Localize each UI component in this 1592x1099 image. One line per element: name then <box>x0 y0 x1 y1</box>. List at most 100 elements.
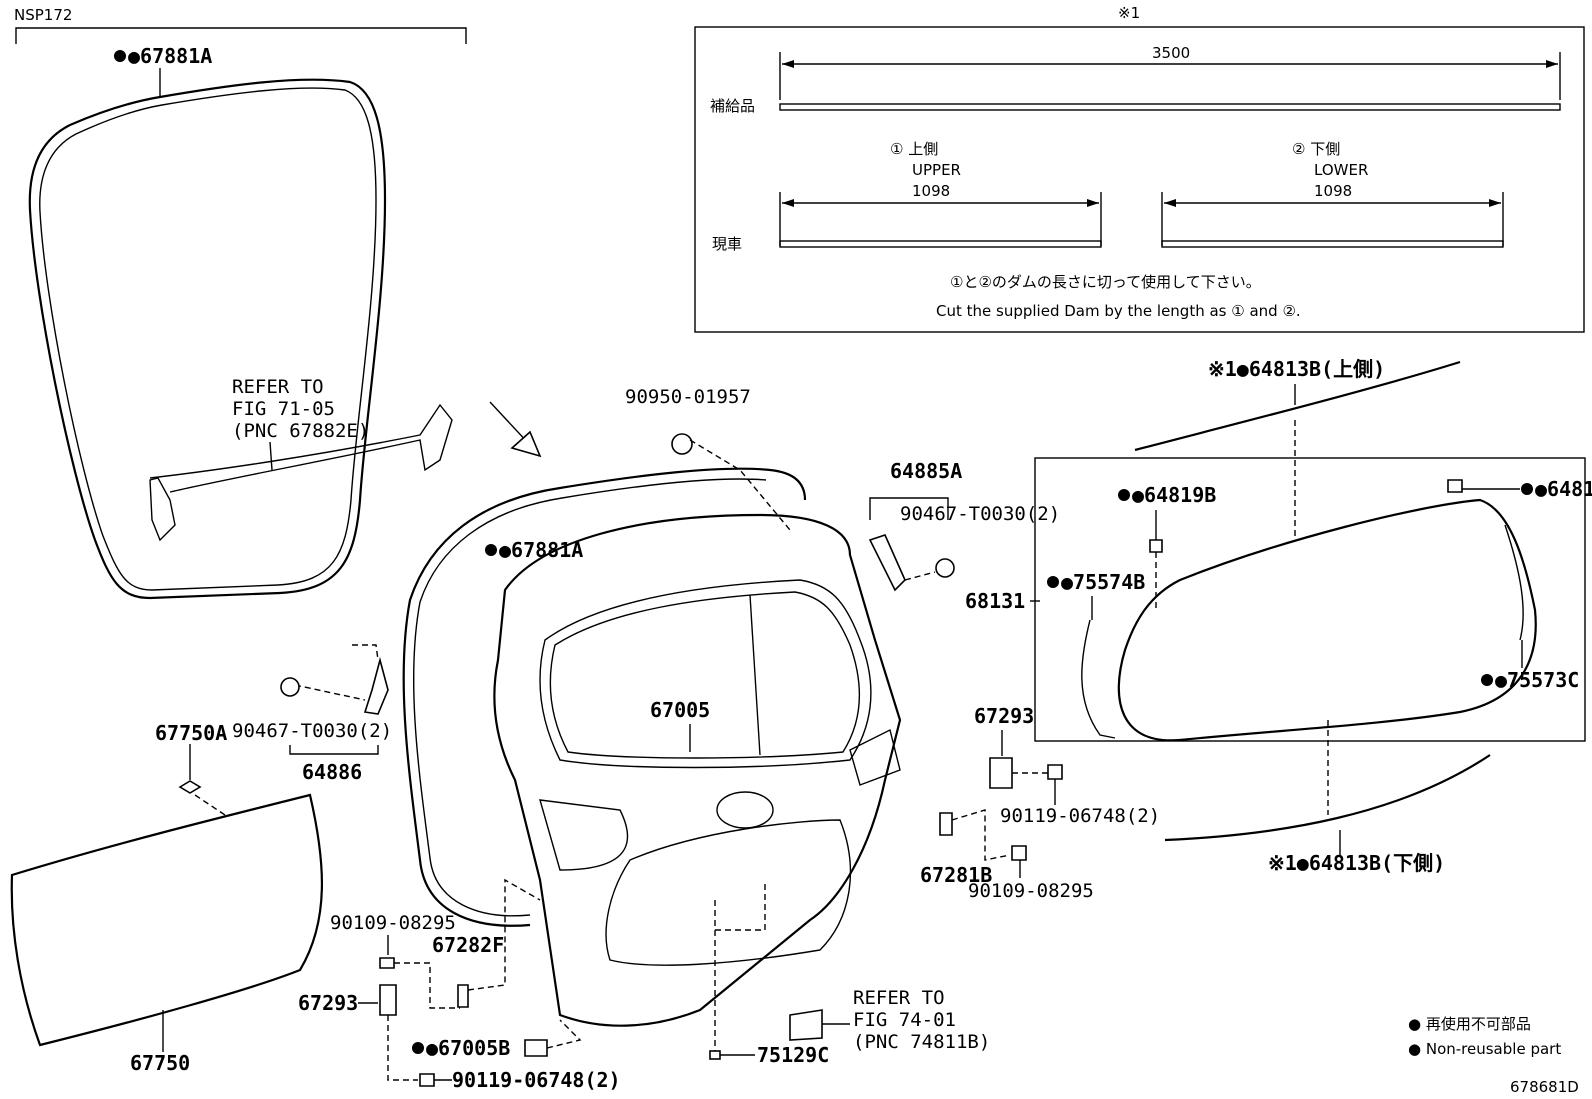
label-75129C: 75129C <box>757 1043 829 1067</box>
label-67750A: 67750A <box>155 721 227 745</box>
clip-90467-right <box>935 558 955 578</box>
label-68131: 68131 <box>965 589 1025 613</box>
weatherstrip-67881A-mid: ●67881A <box>402 467 807 927</box>
clip-90467-left <box>280 677 300 697</box>
clip-dash-67750A <box>194 794 226 816</box>
inset-mark: ※1 <box>1118 4 1140 22</box>
right-fasteners: 67293 90119-06748(2) 67281B 90109-08295 <box>920 704 1160 902</box>
label-90467-right: 90467-T0030(2) <box>900 503 1060 525</box>
cushion-67005B <box>524 1039 548 1057</box>
nonreusable-dot <box>114 50 126 62</box>
upper-en: UPPER <box>912 161 961 179</box>
label-64813B-upper: ※1●64813B(上側) <box>1208 357 1385 381</box>
label-67005: 67005 <box>650 698 710 722</box>
refer-bottom-l3: (PNC 74811B) <box>853 1031 990 1053</box>
dim-total: 3500 <box>1152 44 1190 62</box>
label-67281B: 67281B <box>920 863 992 887</box>
weatherstrip-mid-inner <box>412 478 767 917</box>
rear-glass-group: 68131 ●64819B ●64818C ●75574B ●75573C <box>965 457 1592 742</box>
right-lamp-recess <box>849 728 901 786</box>
bracket-64886 <box>289 745 379 755</box>
dam-upper <box>1134 360 1461 452</box>
model-code: NSP172 <box>14 6 72 24</box>
nonreusable-dot <box>412 1042 424 1054</box>
model-bracket <box>15 27 467 44</box>
upper-jp: ① 上側 <box>890 140 938 158</box>
door-window-opening <box>539 579 872 769</box>
refer-top-l3: (PNC 67882E) <box>232 420 369 442</box>
trim-board-outline <box>10 793 323 1047</box>
label-67293-left: 67293 <box>298 991 358 1015</box>
plug-icon <box>671 433 693 455</box>
label-64819B: ●64819B <box>1132 483 1216 507</box>
clip-67750A <box>178 780 202 794</box>
plug-90950-01957: 90950-01957 <box>625 386 791 531</box>
label-90109-right: 90109-08295 <box>968 880 1094 902</box>
plug-dash <box>689 439 791 531</box>
label-67881A-mid: ●67881A <box>499 538 583 562</box>
clip-64819B <box>1149 539 1163 553</box>
figure-id: 678681D <box>1510 1078 1579 1096</box>
label-90109-left: 90109-08295 <box>330 912 456 934</box>
bumper-67293-right <box>989 757 1013 789</box>
nonreusable-dot <box>1118 489 1130 501</box>
hinge-bracket-64885A <box>868 534 906 592</box>
label-90950: 90950-01957 <box>625 386 751 408</box>
refer-bottom-l1: REFER TO <box>853 987 945 1009</box>
bumper-67293-left <box>379 984 397 1016</box>
trim-clip-left <box>149 477 176 542</box>
label-75574B: ●75574B <box>1061 570 1145 594</box>
dam-75574B <box>1081 619 1116 739</box>
label-90467-left: 90467-T0030(2) <box>232 720 392 742</box>
bolt-90119-right <box>1047 764 1063 780</box>
striker-67281B <box>939 812 953 836</box>
dash-90109-left <box>394 962 460 1009</box>
back-glass-68131 <box>1117 498 1537 742</box>
nonreusable-dot <box>1481 674 1493 686</box>
nonreusable-dot <box>1521 483 1533 495</box>
glass-frame <box>1034 457 1586 742</box>
weatherstrip-67881A-top: ●67881A REFER TO FIG 71-05 (PNC 67882E) <box>28 44 453 600</box>
label-67005B: ●67005B <box>426 1036 510 1060</box>
supply-dam-bar <box>779 103 1561 111</box>
hinge-group-64886: 90467-T0030(2) 64886 <box>232 644 392 784</box>
clip-64818C <box>1447 479 1463 493</box>
leader-refer-top <box>269 441 273 471</box>
label-64886: 64886 <box>302 760 362 784</box>
weatherstrip-inner <box>39 87 377 591</box>
legend-en: ● Non-reusable part <box>1408 1040 1561 1058</box>
dash-67293-left <box>387 1015 418 1081</box>
hinge-dash-right <box>904 571 936 581</box>
label-67282F: 67282F <box>432 933 504 957</box>
dash-75129C-2 <box>715 880 766 931</box>
upper-len: 1098 <box>912 182 950 200</box>
dam-length-inset: ※1 3500 補給品 ① 上側 UPPER 1098 ② 下側 LOWER 1… <box>694 4 1585 333</box>
license-plate-recess <box>605 819 852 966</box>
inset-frame <box>694 26 1585 333</box>
lower-len: 1098 <box>1314 182 1352 200</box>
left-lamp-recess <box>539 799 629 871</box>
lower-left-fasteners: 90109-08295 67282F 67293 90119-06748(2) … <box>298 878 621 1092</box>
handle-74811B <box>789 1009 823 1041</box>
dams-64813B: ※1●64813B(上側) ※1●64813B(下側) <box>1134 357 1491 875</box>
nonreusable-dot <box>1047 576 1059 588</box>
note-jp: ①と②のダムの長さに切って使用して下さい。 <box>950 273 1261 291</box>
striker-67282F <box>457 984 469 1008</box>
label-67881A-top: ●67881A <box>128 44 212 68</box>
dam-75573C <box>1504 524 1524 641</box>
window-center-rail <box>749 594 761 756</box>
lower-en: LOWER <box>1314 161 1368 179</box>
view-arrow-head <box>510 430 542 458</box>
window-glass-67005 <box>549 591 860 759</box>
label-64818C: ●64818C <box>1535 477 1592 501</box>
label-67293-right: 67293 <box>974 704 1034 728</box>
dam-lower <box>1164 754 1491 842</box>
lower-dam-bar <box>1161 240 1504 248</box>
label-90119-right: 90119-06748(2) <box>1000 805 1160 827</box>
dash-67005B <box>546 1019 582 1049</box>
bracket-64885A <box>869 497 949 520</box>
trim-board-67750: 67750A 67750 <box>10 721 323 1075</box>
note-en: Cut the supplied Dam by the length as ① … <box>936 302 1301 320</box>
